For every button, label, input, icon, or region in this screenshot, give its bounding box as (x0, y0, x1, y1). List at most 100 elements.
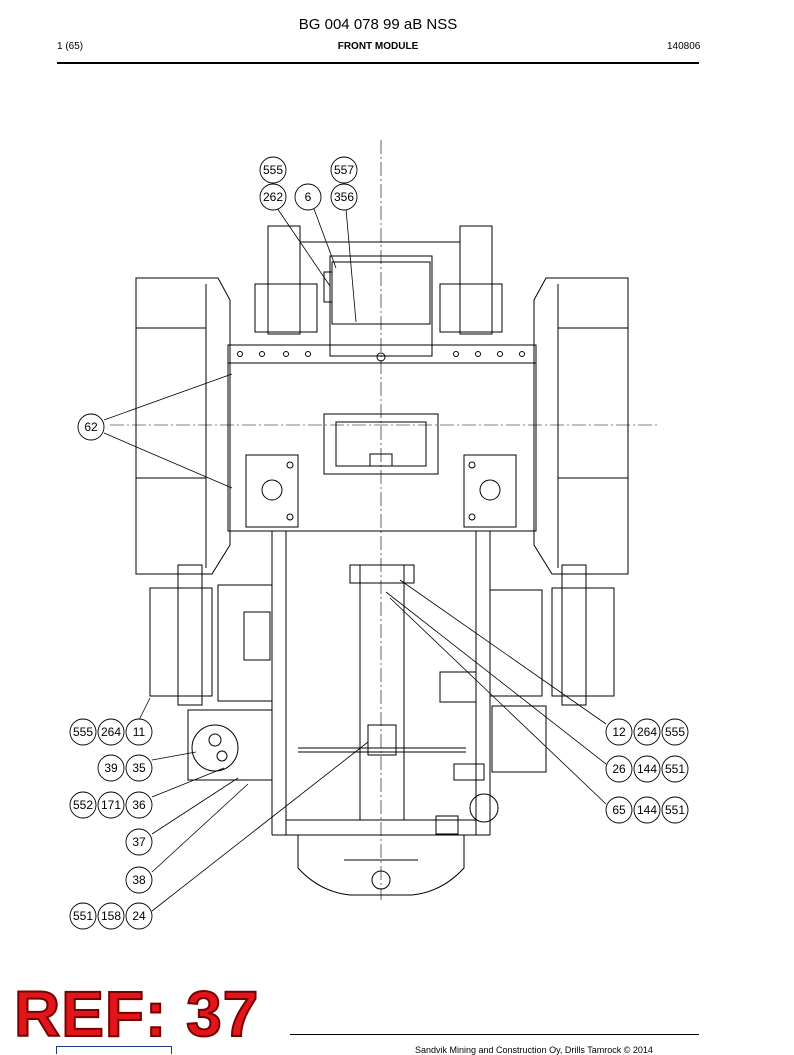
callout-number: 26 (612, 762, 626, 776)
callout-bubbles: 555 557 262 6 356 62 555 264 11 39 35 552 171 36 37 38 5… (69, 156, 689, 930)
callout-c24: 24 (125, 902, 153, 930)
callout-circle (125, 902, 153, 930)
callout-circle (125, 828, 153, 856)
callout-circle (661, 796, 689, 824)
chassis-frame (227, 362, 537, 836)
callout-circle (69, 791, 97, 819)
callout-c158: 158 (97, 902, 125, 930)
reference-stamp: REF: 37 (13, 978, 260, 1050)
header-rule (57, 62, 699, 64)
callout-c36: 36 (125, 791, 153, 819)
callout-c555-l: 555 (69, 718, 97, 746)
left-valve-assembly (187, 584, 273, 781)
center-beam (298, 564, 466, 821)
callout-number: 264 (101, 725, 121, 739)
callout-c264-r: 264 (633, 718, 661, 746)
callout-circle (330, 156, 358, 184)
leader-lines (103, 207, 607, 912)
callout-number: 35 (132, 761, 146, 775)
footer-rule (290, 1034, 699, 1035)
callout-circle (661, 755, 689, 783)
callout-number: 555 (263, 163, 283, 177)
callout-number: 38 (132, 873, 146, 887)
callout-circle (125, 866, 153, 894)
right-track (533, 277, 629, 706)
callout-number: 12 (612, 725, 626, 739)
callout-circle (661, 718, 689, 746)
callout-number: 171 (101, 798, 121, 812)
copyright-notice: Sandvik Mining and Construction Oy, Dril… (415, 1045, 653, 1055)
callout-circle (259, 183, 287, 211)
callout-circle (97, 754, 125, 782)
callout-number: 552 (73, 798, 93, 812)
callout-c144-a: 144 (633, 755, 661, 783)
callout-circle (605, 796, 633, 824)
callout-c551-b: 551 (661, 796, 689, 824)
callout-number: 555 (665, 725, 685, 739)
callout-c557-top: 557 (330, 156, 358, 184)
callout-c262: 262 (259, 183, 287, 211)
left-track (135, 277, 231, 706)
callout-circle (633, 796, 661, 824)
callout-c552: 552 (69, 791, 97, 819)
callout-c555-top: 555 (259, 156, 287, 184)
callout-circle (77, 413, 105, 441)
callout-number: 158 (101, 909, 121, 923)
callout-circle (69, 902, 97, 930)
callout-number: 11 (133, 725, 146, 739)
callout-circle (97, 791, 125, 819)
callout-number: 551 (73, 909, 93, 923)
callout-c39: 39 (97, 754, 125, 782)
front-cross-beam (227, 344, 537, 364)
callout-number: 551 (665, 803, 685, 817)
callout-circle (69, 718, 97, 746)
revision-date: 140806 (667, 41, 701, 52)
callout-c144-b: 144 (633, 796, 661, 824)
callout-c26: 26 (605, 755, 633, 783)
callout-c62: 62 (77, 413, 105, 441)
callout-circle (294, 183, 322, 211)
callout-number: 62 (84, 420, 98, 434)
callout-number: 264 (637, 725, 657, 739)
document-code: BG 004 078 99 aB NSS (298, 16, 458, 33)
callout-number: 39 (104, 761, 118, 775)
callout-number: 65 (612, 803, 626, 817)
callout-circle (97, 718, 125, 746)
callout-number: 24 (132, 909, 146, 923)
callout-c6: 6 (294, 183, 322, 211)
callout-c35: 35 (125, 754, 153, 782)
callout-number: 144 (637, 762, 657, 776)
callout-number: 262 (263, 190, 283, 204)
callout-c551-l: 551 (69, 902, 97, 930)
callout-circle (605, 755, 633, 783)
callout-c555-r: 555 (661, 718, 689, 746)
callout-number: 557 (334, 163, 354, 177)
callout-circle (125, 754, 153, 782)
callout-c12: 12 (605, 718, 633, 746)
callout-circle (605, 718, 633, 746)
page-number: 1 (65) (57, 41, 84, 52)
top-mount-assembly (254, 225, 503, 357)
callout-number: 37 (132, 835, 146, 849)
tow-hitch (297, 835, 465, 896)
callout-c38: 38 (125, 866, 153, 894)
callout-number: 144 (637, 803, 657, 817)
callout-number: 6 (305, 190, 312, 204)
callout-number: 551 (665, 762, 685, 776)
callout-circle (125, 791, 153, 819)
callout-circle (633, 755, 661, 783)
callout-c11: 11 (125, 718, 153, 746)
page-title: FRONT MODULE (337, 41, 419, 52)
callout-c65: 65 (605, 796, 633, 824)
callout-circle (330, 183, 358, 211)
callout-c264-l: 264 (97, 718, 125, 746)
callout-number: 356 (334, 190, 354, 204)
callout-c551-a: 551 (661, 755, 689, 783)
callout-number: 555 (73, 725, 93, 739)
sandvik-logo (56, 1046, 172, 1054)
right-valve-assembly (435, 589, 547, 835)
callout-circle (259, 156, 287, 184)
callout-c171: 171 (97, 791, 125, 819)
callout-circle (633, 718, 661, 746)
